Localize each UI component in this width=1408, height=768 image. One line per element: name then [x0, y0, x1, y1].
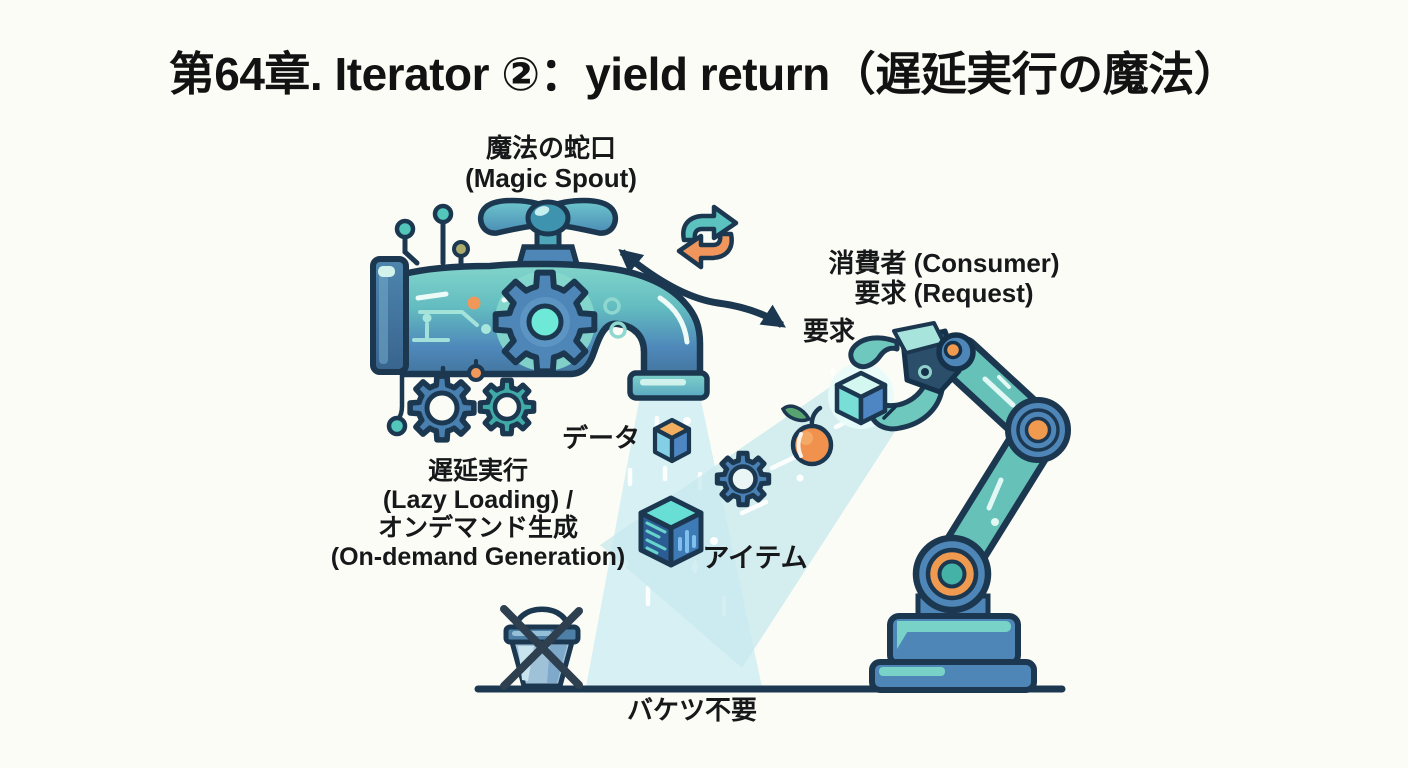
- gripped-cube-icon: [834, 370, 888, 426]
- data-label: データ: [561, 423, 641, 453]
- apple-icon: [780, 404, 834, 467]
- robot-wrist-joint: [936, 332, 976, 372]
- loose-gear-small-icon: [480, 380, 533, 433]
- valve-handle-icon: [477, 197, 619, 275]
- gear-item-icon: [717, 453, 768, 504]
- request-label: 要求: [802, 316, 856, 346]
- cycle-arrows-icon: [676, 204, 739, 270]
- exchange-arrow-icon: [618, 248, 786, 328]
- item-cube-large-icon: [638, 495, 704, 568]
- loose-gear-icon: [410, 376, 474, 440]
- circuit-pattern: [412, 296, 627, 342]
- crossed-bucket-icon: [500, 605, 583, 690]
- circuit-terminals: [386, 203, 485, 437]
- robot-arm-icon: [828, 321, 1071, 693]
- pipe-gear-icon: [496, 273, 595, 372]
- lazy-loading-label: 遅延実行 (Lazy Loading) / オンデマンド生成 (On-deman…: [330, 457, 626, 571]
- robot-gripper-icon: [828, 321, 962, 432]
- spout-nozzle: [627, 370, 710, 401]
- robot-elbow-joint: [1005, 397, 1071, 463]
- robot-base: [869, 593, 1037, 693]
- cross-out-x-icon: [500, 605, 583, 690]
- item-label: アイテム: [702, 543, 808, 573]
- robot-base-joint: [912, 534, 992, 614]
- consumer-request-label: 消費者 (Consumer) 要求 (Request): [828, 248, 1060, 308]
- no-bucket-label: バケツ不要: [626, 695, 758, 725]
- page-title: 第64章. Iterator ②：yield return（遅延実行の魔法）: [168, 48, 1240, 100]
- magic-spout-label: 魔法の蛇口 (Magic Spout): [465, 133, 637, 193]
- data-cube-small-icon: [652, 417, 692, 464]
